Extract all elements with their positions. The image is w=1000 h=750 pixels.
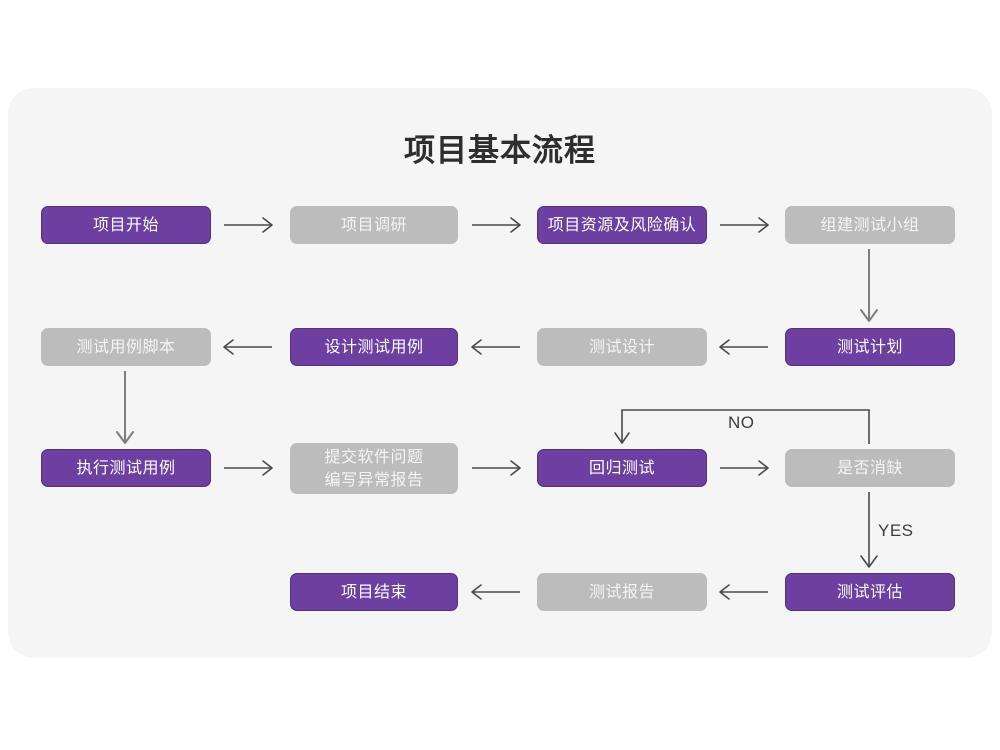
branch-label-no: NO: [728, 413, 755, 432]
page-title: 项目基本流程: [404, 133, 596, 168]
node-test-case-script[interactable]: 测试用例脚本: [41, 328, 211, 366]
branch-label-yes: YES: [878, 521, 914, 540]
flowchart-card: [8, 88, 992, 658]
node-test-plan[interactable]: 测试计划: [785, 328, 955, 366]
node-resource-risk-confirm[interactable]: 项目资源及风险确认: [537, 206, 707, 244]
node-defect-cleared-decision[interactable]: 是否消缺: [785, 449, 955, 487]
node-regression-test[interactable]: 回归测试: [537, 449, 707, 487]
node-test-design[interactable]: 测试设计: [537, 328, 707, 366]
node-build-test-team[interactable]: 组建测试小组: [785, 206, 955, 244]
node-project-end[interactable]: 项目结束: [290, 573, 458, 611]
node-test-evaluation[interactable]: 测试评估: [785, 573, 955, 611]
node-design-test-case[interactable]: 设计测试用例: [290, 328, 458, 366]
node-project-start[interactable]: 项目开始: [41, 206, 211, 244]
node-test-report[interactable]: 测试报告: [537, 573, 707, 611]
node-project-research[interactable]: 项目调研: [290, 206, 458, 244]
node-submit-defect-report[interactable]: 提交软件问题 编写异常报告: [290, 443, 458, 494]
node-execute-test-case[interactable]: 执行测试用例: [41, 449, 211, 487]
